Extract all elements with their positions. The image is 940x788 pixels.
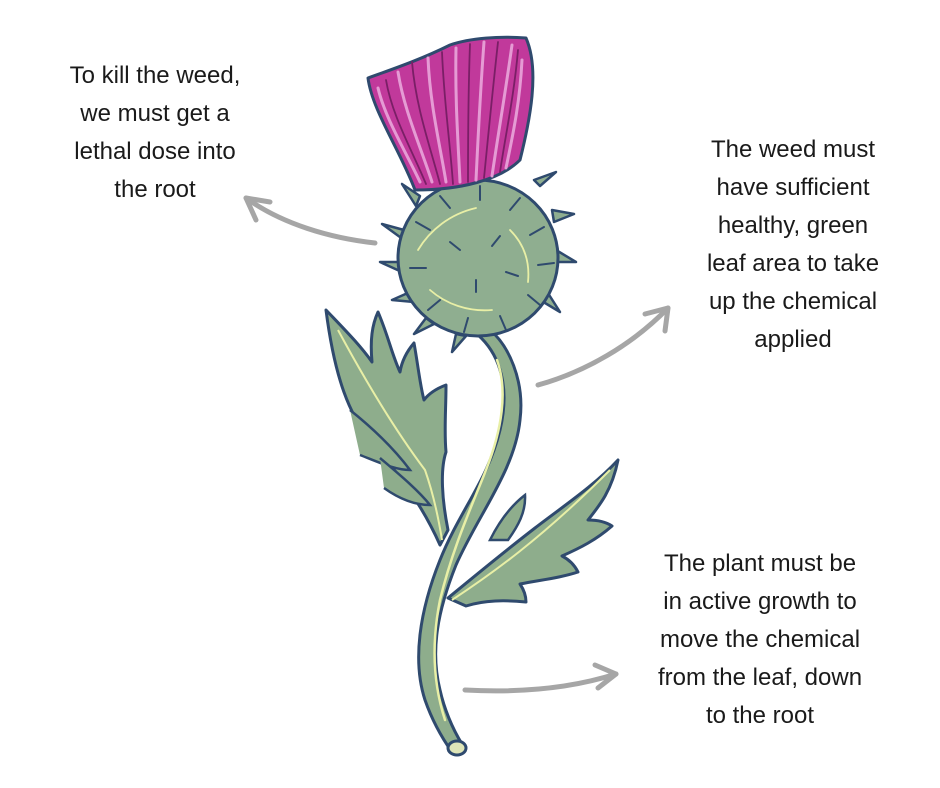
thistle-leaf-left	[324, 308, 450, 547]
thistle-leaf-right	[446, 458, 620, 608]
thistle-head	[378, 170, 578, 354]
callout-line: leaf area to take	[706, 250, 880, 277]
callout-line: The plant must be	[663, 550, 857, 577]
callout-line: move the chemical	[659, 626, 861, 653]
callout-line: applied	[754, 326, 832, 353]
arrows	[243, 195, 671, 694]
callout-leaf-area: The weed must have sufficient healthy, g…	[680, 131, 906, 359]
callout-line: from the leaf, down	[657, 664, 863, 691]
callout-line: lethal dose into	[74, 138, 236, 165]
callout-line: to the root	[705, 702, 815, 729]
arrow-to-leaf-callout	[535, 305, 671, 388]
callout-line: The weed must	[710, 136, 876, 163]
callout-line: To kill the weed,	[69, 62, 241, 89]
callout-line: the root	[114, 176, 196, 203]
callout-line: healthy, green	[717, 212, 869, 239]
callout-line: in active growth to	[663, 588, 857, 615]
callout-kill-weed-root: To kill the weed, we must get a lethal d…	[20, 57, 290, 209]
callout-line: up the chemical	[708, 288, 878, 315]
callout-active-growth: The plant must be in active growth to mo…	[620, 545, 900, 735]
thistle-stem	[417, 328, 523, 757]
callout-line: have sufficient	[716, 174, 870, 201]
arrow-to-growth-callout	[462, 662, 619, 694]
callout-line: we must get a	[80, 100, 230, 127]
thistle-flower	[366, 35, 535, 192]
arrow-to-root-callout	[243, 195, 378, 246]
